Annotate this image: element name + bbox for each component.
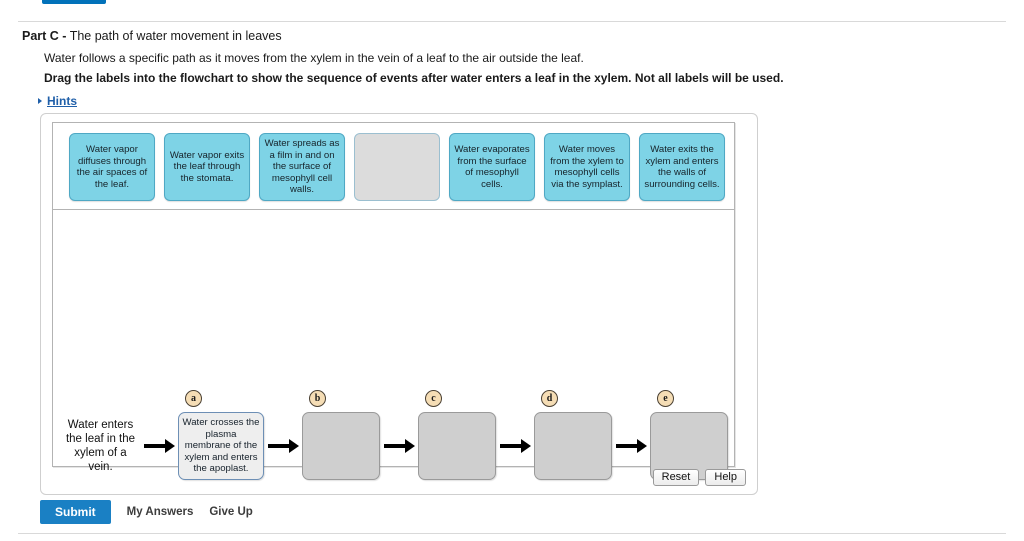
reset-button[interactable]: Reset: [652, 469, 700, 486]
flowchart-slot-c-wrap: c: [418, 390, 496, 480]
drag-label-empty-slot[interactable]: [354, 133, 440, 201]
answer-panel: Water vapor diffuses through the air spa…: [40, 113, 758, 495]
flowchart-slot-e-wrap: e: [650, 390, 728, 480]
chevron-right-icon: [38, 98, 42, 104]
part-label: Part C -: [22, 29, 67, 43]
flowchart-slot-d-wrap: d: [534, 390, 612, 480]
arrow-icon: [140, 438, 178, 454]
arrow-icon: [264, 438, 302, 454]
arrow-icon: [612, 438, 650, 454]
flowchart-slot-a-wrap: a Water crosses the plasma membrane of t…: [178, 390, 264, 480]
hints-link[interactable]: Hints: [47, 94, 77, 108]
top-cutoff-button[interactable]: [42, 0, 106, 4]
drag-label[interactable]: Water moves from the xylem to mesophyll …: [544, 133, 630, 201]
help-button[interactable]: Help: [705, 469, 746, 486]
instruction-text: Drag the labels into the flowchart to sh…: [44, 71, 784, 85]
page-title: Part C - The path of water movement in l…: [22, 29, 282, 44]
drag-drop-canvas[interactable]: Water vapor diffuses through the air spa…: [52, 122, 735, 480]
part-title: The path of water movement in leaves: [66, 29, 282, 43]
flowchart-start-text: Water enters the leaf in the xylem of a …: [65, 419, 136, 473]
slot-badge-e: e: [657, 390, 674, 407]
label-bank-strip: Water vapor diffuses through the air spa…: [69, 133, 725, 201]
flowchart-row: Water enters the leaf in the xylem of a …: [61, 390, 728, 491]
divider-bottom: [18, 533, 1006, 534]
slot-badge-b: b: [309, 390, 326, 407]
drag-label[interactable]: Water vapor exits the leaf through the s…: [164, 133, 250, 201]
panel-footer: Reset Help: [652, 469, 746, 486]
drag-label[interactable]: Water exits the xylem and enters the wal…: [639, 133, 725, 201]
drag-label[interactable]: Water vapor diffuses through the air spa…: [69, 133, 155, 201]
flowchart-slot-b-wrap: b: [302, 390, 380, 480]
submit-button[interactable]: Submit: [40, 500, 111, 524]
flowchart-slot-a[interactable]: Water crosses the plasma membrane of the…: [178, 412, 264, 480]
flowchart-slot-b[interactable]: [302, 412, 380, 480]
action-row: Submit My Answers Give Up: [40, 500, 253, 524]
hints-toggle[interactable]: Hints: [38, 94, 77, 108]
slot-badge-c: c: [425, 390, 442, 407]
flowchart-area: Water enters the leaf in the xylem of a …: [53, 211, 734, 480]
my-answers-link[interactable]: My Answers: [126, 506, 194, 518]
slot-badge-a: a: [185, 390, 202, 407]
flowchart-slot-c[interactable]: [418, 412, 496, 480]
divider-top: [18, 21, 1006, 22]
flowchart-slot-e[interactable]: [650, 412, 728, 480]
label-bank: Water vapor diffuses through the air spa…: [53, 123, 734, 210]
intro-text: Water follows a specific path as it move…: [44, 51, 584, 65]
flowchart-slot-d[interactable]: [534, 412, 612, 480]
slot-badge-d: d: [541, 390, 558, 407]
drag-label[interactable]: Water spreads as a film in and on the su…: [259, 133, 345, 201]
arrow-icon: [380, 438, 418, 454]
drag-label[interactable]: Water evaporates from the surface of mes…: [449, 133, 535, 201]
give-up-link[interactable]: Give Up: [209, 506, 253, 518]
arrow-icon: [496, 438, 534, 454]
